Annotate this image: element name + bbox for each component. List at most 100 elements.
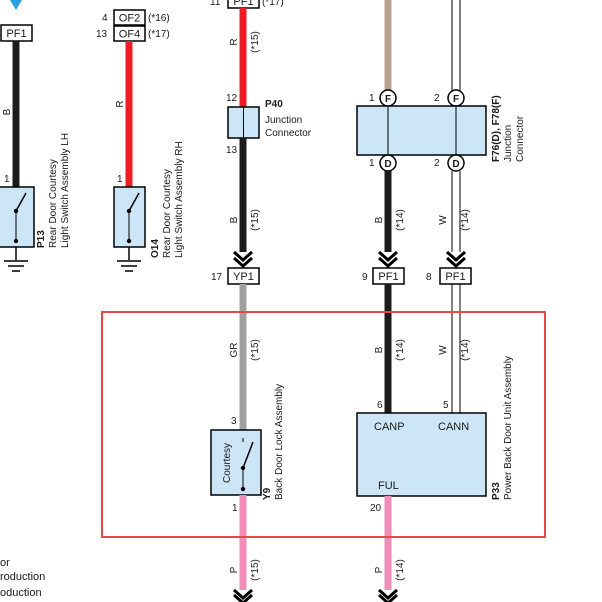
wire-code-white-cann: W: [438, 345, 449, 355]
pin-yp1: 17: [211, 272, 223, 283]
p13-code: P13: [36, 230, 47, 248]
pin-y9-bottom: 1: [232, 503, 238, 514]
pin-of4: 13: [96, 29, 108, 40]
pin-rh-switch: 1: [117, 174, 123, 185]
f76-pin-out-right: [447, 154, 465, 172]
pin-pf1-right: 8: [426, 272, 432, 283]
p40-code: P40: [265, 99, 283, 110]
pin-f76-out-left: 1: [369, 158, 375, 169]
wire-code-white-f76: W: [438, 215, 449, 225]
pin-f76-in-left: 1: [369, 93, 375, 104]
pf1-top-mid-label: PF1: [233, 0, 253, 8]
p33-cann-label: CANN: [438, 421, 469, 433]
wire-note-red-p40: (*15): [250, 31, 261, 53]
wire-code-black-canp: B: [374, 346, 385, 353]
y9-code: Y9: [262, 487, 273, 500]
chevron-down-icon: [378, 593, 398, 602]
pin-y9-top: 3: [231, 416, 237, 427]
pin-f76-in-right: 2: [434, 93, 440, 104]
p13-name-2: Light Switch Assembly LH: [60, 133, 71, 248]
y9-name-1: Back Door Lock Assembly: [274, 384, 285, 500]
f76-name-1: Junction: [503, 125, 514, 162]
chevron-down-icon: [233, 256, 253, 269]
of4-label: OF4: [119, 29, 140, 41]
pin-f76-out-right: 2: [434, 158, 440, 169]
y9-switch-blade: [242, 441, 254, 469]
p13-switch-blade: [15, 192, 27, 212]
pin-p40-out: 13: [226, 145, 238, 156]
blue-arrow-icon: [10, 0, 22, 10]
y9-inner-label: Courtesy: [222, 443, 233, 483]
o14-name-2: Light Switch Assembly RH: [174, 141, 185, 258]
p13-switch-body: [0, 186, 35, 248]
wire-note-white-cann: (*14): [460, 339, 471, 361]
of2-box: [113, 9, 146, 26]
wire-note-black-p40: (*15): [250, 209, 261, 231]
f76-pin-out-right-label: D: [452, 159, 459, 170]
wire-note-pink-ful: (*14): [395, 559, 406, 581]
f76-pin-in-left-label: F: [385, 94, 391, 105]
wire-note-black-canp: (*14): [395, 339, 406, 361]
wire-note-gray: (*15): [250, 339, 261, 361]
wire-code-gray: GR: [229, 343, 240, 358]
chevron-down-icon: [378, 588, 398, 601]
of2-label: OF2: [119, 13, 140, 25]
chevron-down-icon: [378, 256, 398, 269]
wire-code-black-left: B: [2, 108, 13, 115]
wire-code-pink-ful: P: [374, 566, 385, 573]
pin-pf1-mid: 9: [362, 272, 368, 283]
pin-of2: 4: [102, 13, 108, 24]
chevron-down-icon: [446, 256, 466, 269]
left-text-1: or: [0, 557, 10, 569]
f76-connector: [356, 105, 487, 156]
pf1-left-label: PF1: [6, 28, 26, 40]
pin-p33-cann: 5: [443, 400, 449, 411]
p33-code: P33: [491, 482, 502, 500]
pin-p33-ful: 20: [370, 503, 382, 514]
yp1-label: YP1: [233, 271, 254, 283]
p33-canp-label: CANP: [374, 421, 405, 433]
chevron-down-icon: [378, 250, 398, 263]
chevron-down-icon: [233, 593, 253, 602]
p40-name-1: Junction: [265, 115, 302, 126]
pin-pf1-top-mid: 11: [210, 0, 221, 8]
pf1-right-box: [439, 267, 472, 285]
f76-name-2: Connector: [515, 115, 526, 162]
pf1-top-note: (*17): [262, 0, 284, 8]
wire-note-black-f76: (*14): [395, 209, 406, 231]
p13-name-1: Rear Door Courtesy: [48, 159, 59, 248]
pf1-right-label: PF1: [445, 271, 465, 283]
f76-pin-out-left-label: D: [384, 159, 391, 170]
f76-code: F76(D), F78(F): [491, 95, 502, 162]
o14-name-1: Rear Door Courtesy: [162, 169, 173, 258]
pf1-mid-label: PF1: [378, 271, 398, 283]
wire-code-red-p40: R: [229, 38, 240, 45]
f76-pin-in-right-label: F: [453, 94, 459, 105]
pin-lh-switch: 1: [4, 174, 10, 185]
wire-note-white-f76: (*14): [460, 209, 471, 231]
chevron-down-icon: [446, 250, 466, 263]
left-text-3: oduction: [0, 587, 42, 599]
p33-ful-label: FUL: [378, 480, 399, 492]
pin-p33-canp: 6: [377, 400, 383, 411]
p33-name-1: Power Back Door Unit Assembly: [503, 356, 514, 500]
wire-code-red-of4: R: [115, 100, 126, 107]
left-text-2: roduction: [0, 571, 45, 583]
of4-note: (*17): [148, 29, 170, 40]
o14-switch-blade: [128, 192, 140, 212]
y9-switch-body: [210, 429, 262, 496]
ground-icon: [4, 260, 28, 272]
chevron-down-icon: [233, 250, 253, 263]
p40-name-2: Connector: [265, 128, 312, 139]
p33-unit: [356, 412, 487, 497]
wire-code-black-f76: B: [374, 216, 385, 223]
ground-icon: [117, 260, 141, 272]
wire-code-black-p40: B: [229, 216, 240, 223]
highlight-box: [101, 311, 546, 538]
of2-note: (*16): [148, 13, 170, 24]
chevron-down-icon: [233, 588, 253, 601]
wire-note-pink-y9: (*15): [250, 559, 261, 581]
pin-p40-in: 12: [226, 93, 238, 104]
wire-code-pink-y9: P: [229, 566, 240, 573]
